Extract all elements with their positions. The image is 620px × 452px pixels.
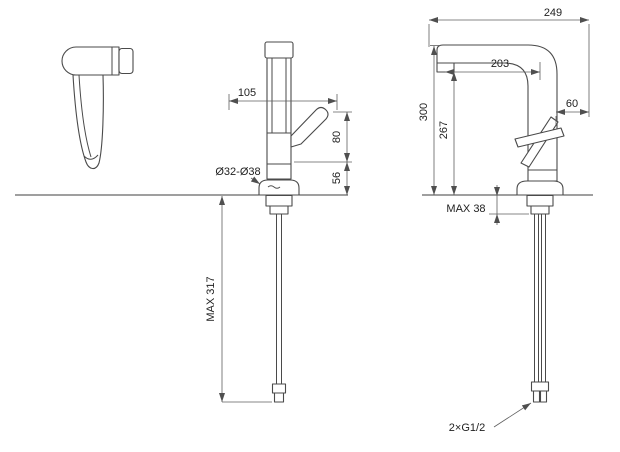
frontview-logo-mark bbox=[267, 185, 281, 189]
dimensions: 249 203 300 267 60 MAX 38 bbox=[205, 7, 590, 434]
topview-spout bbox=[72, 74, 104, 170]
dimension-overall-reach: 249 bbox=[428, 7, 590, 117]
dim-80-label: 80 bbox=[331, 131, 343, 143]
dimension-max-shank-length: MAX 317 bbox=[205, 196, 272, 403]
dim-thread-label: 2×G1/2 bbox=[449, 422, 485, 434]
dimension-outlet-height: 267 bbox=[438, 72, 457, 195]
topview-spout-tip bbox=[83, 154, 99, 160]
dimension-mounting-hole: Ø32-Ø38 bbox=[215, 166, 261, 185]
dimension-spout-width: 105 bbox=[228, 87, 338, 110]
topview-handle-cap bbox=[118, 47, 134, 75]
dim-203-label: 203 bbox=[491, 58, 509, 70]
dim-105-label: 105 bbox=[238, 87, 256, 99]
dim-267-label: 267 bbox=[438, 121, 450, 139]
dim-max317-label: MAX 317 bbox=[205, 276, 217, 321]
frontview-spout-top bbox=[264, 41, 294, 59]
frontview-mounting-nut bbox=[265, 194, 293, 207]
sideview-washer bbox=[530, 205, 550, 215]
dim-56-label: 56 bbox=[331, 172, 343, 184]
sideview-spout-body bbox=[436, 44, 558, 182]
frontview-body bbox=[266, 57, 292, 180]
dim-diameter-label: Ø32-Ø38 bbox=[215, 166, 260, 178]
dim-300-label: 300 bbox=[418, 103, 430, 121]
topview-body bbox=[61, 46, 120, 76]
leader-line bbox=[493, 402, 532, 428]
frontview-washer bbox=[269, 205, 289, 215]
frontview-handle bbox=[290, 106, 329, 148]
dimension-base-height: 56 bbox=[331, 162, 350, 195]
leader-line bbox=[250, 176, 261, 185]
dimension-handle-offset: 60 bbox=[555, 98, 589, 126]
sideview-mounting-nut bbox=[526, 194, 554, 207]
top-view bbox=[61, 46, 134, 170]
frontview-hose-end bbox=[273, 392, 285, 403]
sideview-handle-crossblade bbox=[514, 127, 565, 148]
frontview-hose-nut bbox=[271, 383, 287, 394]
dimension-hose-thread: 2×G1/2 bbox=[449, 402, 532, 434]
dim-60-label: 60 bbox=[566, 98, 578, 110]
dim-249-label: 249 bbox=[544, 7, 562, 19]
sideview-hose-nut bbox=[530, 381, 550, 392]
dim-max38-label: MAX 38 bbox=[446, 203, 485, 215]
side-view bbox=[436, 44, 565, 403]
dimension-spout-reach: 203 bbox=[445, 58, 541, 80]
sideview-escutcheon bbox=[516, 180, 564, 196]
front-view bbox=[258, 41, 329, 403]
sideview-hose-end-right bbox=[539, 390, 548, 403]
topview-spout-contour bbox=[78, 74, 92, 158]
dimension-total-height: 300 bbox=[418, 45, 441, 195]
dimension-max-deck-thickness: MAX 38 bbox=[446, 185, 529, 225]
dimension-handle-height: 80 bbox=[294, 111, 352, 163]
sideview-hose-end-left bbox=[532, 390, 541, 403]
